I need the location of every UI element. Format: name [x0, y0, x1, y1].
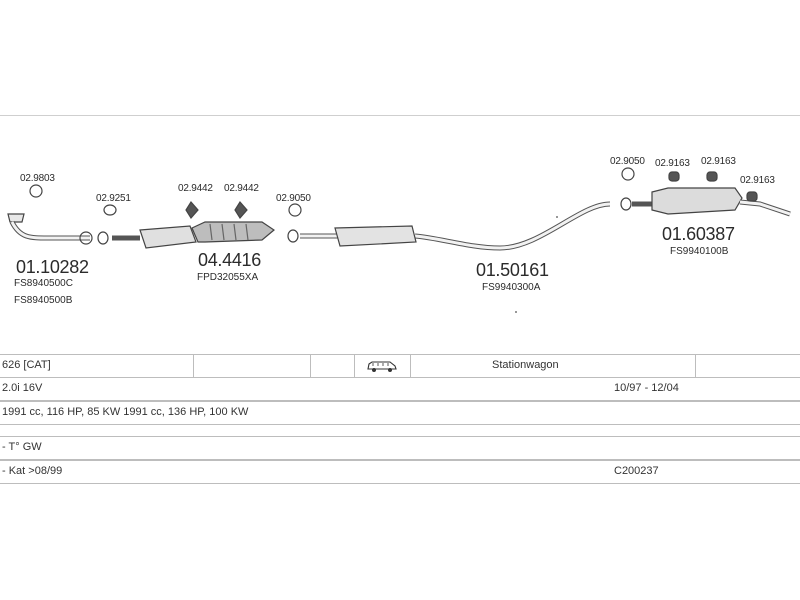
diagram-frame	[0, 115, 800, 491]
label-middle: 01.50161	[476, 260, 549, 280]
label-rear: 01.60387	[662, 224, 735, 244]
catalyst-body	[191, 221, 276, 243]
body-type: Stationwagon	[492, 359, 559, 371]
mount-02-9163-b	[706, 171, 718, 182]
clamp-02-9442-a	[185, 200, 199, 220]
part-code: C200237	[614, 465, 659, 477]
label-02-9803: 02.9803	[20, 173, 55, 184]
info-row-note2: - Kat >08/99 C200237	[0, 460, 800, 484]
rear-silencer	[651, 187, 743, 215]
cell-divider	[310, 355, 311, 377]
gasket-02-9050-b	[621, 167, 635, 181]
clamp-02-9803	[29, 184, 43, 198]
mount-02-9163-c	[746, 191, 758, 202]
cell-divider	[354, 355, 355, 377]
years: 10/97 - 12/04	[614, 382, 679, 394]
label-02-9050-a: 02.9050	[276, 193, 311, 204]
mount-02-9163-a	[668, 171, 680, 182]
stray-dot	[556, 216, 558, 218]
cell-divider	[410, 355, 411, 377]
note-2: - Kat >08/99	[2, 465, 63, 477]
label-02-9442-b: 02.9442	[224, 183, 259, 194]
label-front-pipe-oe2: FS8940500B	[14, 295, 73, 306]
gasket-02-9251	[103, 204, 117, 216]
label-catalyst: 04.4416	[198, 250, 261, 270]
front-pipe-flange	[7, 213, 25, 223]
label-02-9163-a: 02.9163	[655, 158, 690, 169]
label-front-pipe: 01.10282	[16, 257, 89, 277]
exhaust-diagram	[7, 167, 791, 251]
cell-divider	[695, 355, 696, 377]
engine: 2.0i 16V	[2, 382, 43, 394]
middle-silencer	[334, 225, 417, 247]
label-rear-oe: FS9940100B	[670, 246, 729, 257]
specs: 1991 cc, 116 HP, 85 KW 1991 cc, 136 HP, …	[2, 406, 249, 418]
label-front-pipe-oe1: FS8940500C	[14, 278, 73, 289]
cell-divider	[193, 355, 194, 377]
pre-silencer	[139, 225, 197, 249]
label-02-9442-a: 02.9442	[178, 183, 213, 194]
label-02-9163-c: 02.9163	[740, 175, 775, 186]
station-wagon-car-icon	[367, 361, 397, 372]
stray-dot	[515, 311, 517, 313]
note-1: - T° GW	[2, 441, 42, 453]
label-catalyst-oe: FPD32055XA	[197, 272, 259, 283]
info-row-engine: 2.0i 16V 10/97 - 12/04	[0, 377, 800, 401]
model-name: 626 [CAT]	[2, 359, 51, 371]
info-row-specs: 1991 cc, 116 HP, 85 KW 1991 cc, 136 HP, …	[0, 401, 800, 425]
label-02-9050-b: 02.9050	[610, 156, 645, 167]
clamp-02-9442-b	[234, 200, 248, 220]
info-row-note1: - T° GW	[0, 436, 800, 460]
label-02-9163-b: 02.9163	[701, 156, 736, 167]
gasket-02-9050-a	[288, 203, 302, 217]
label-middle-oe: FS9940300A	[482, 282, 541, 293]
label-02-9251: 02.9251	[96, 193, 131, 204]
info-row-model: 626 [CAT] Stationwagon	[0, 354, 800, 378]
